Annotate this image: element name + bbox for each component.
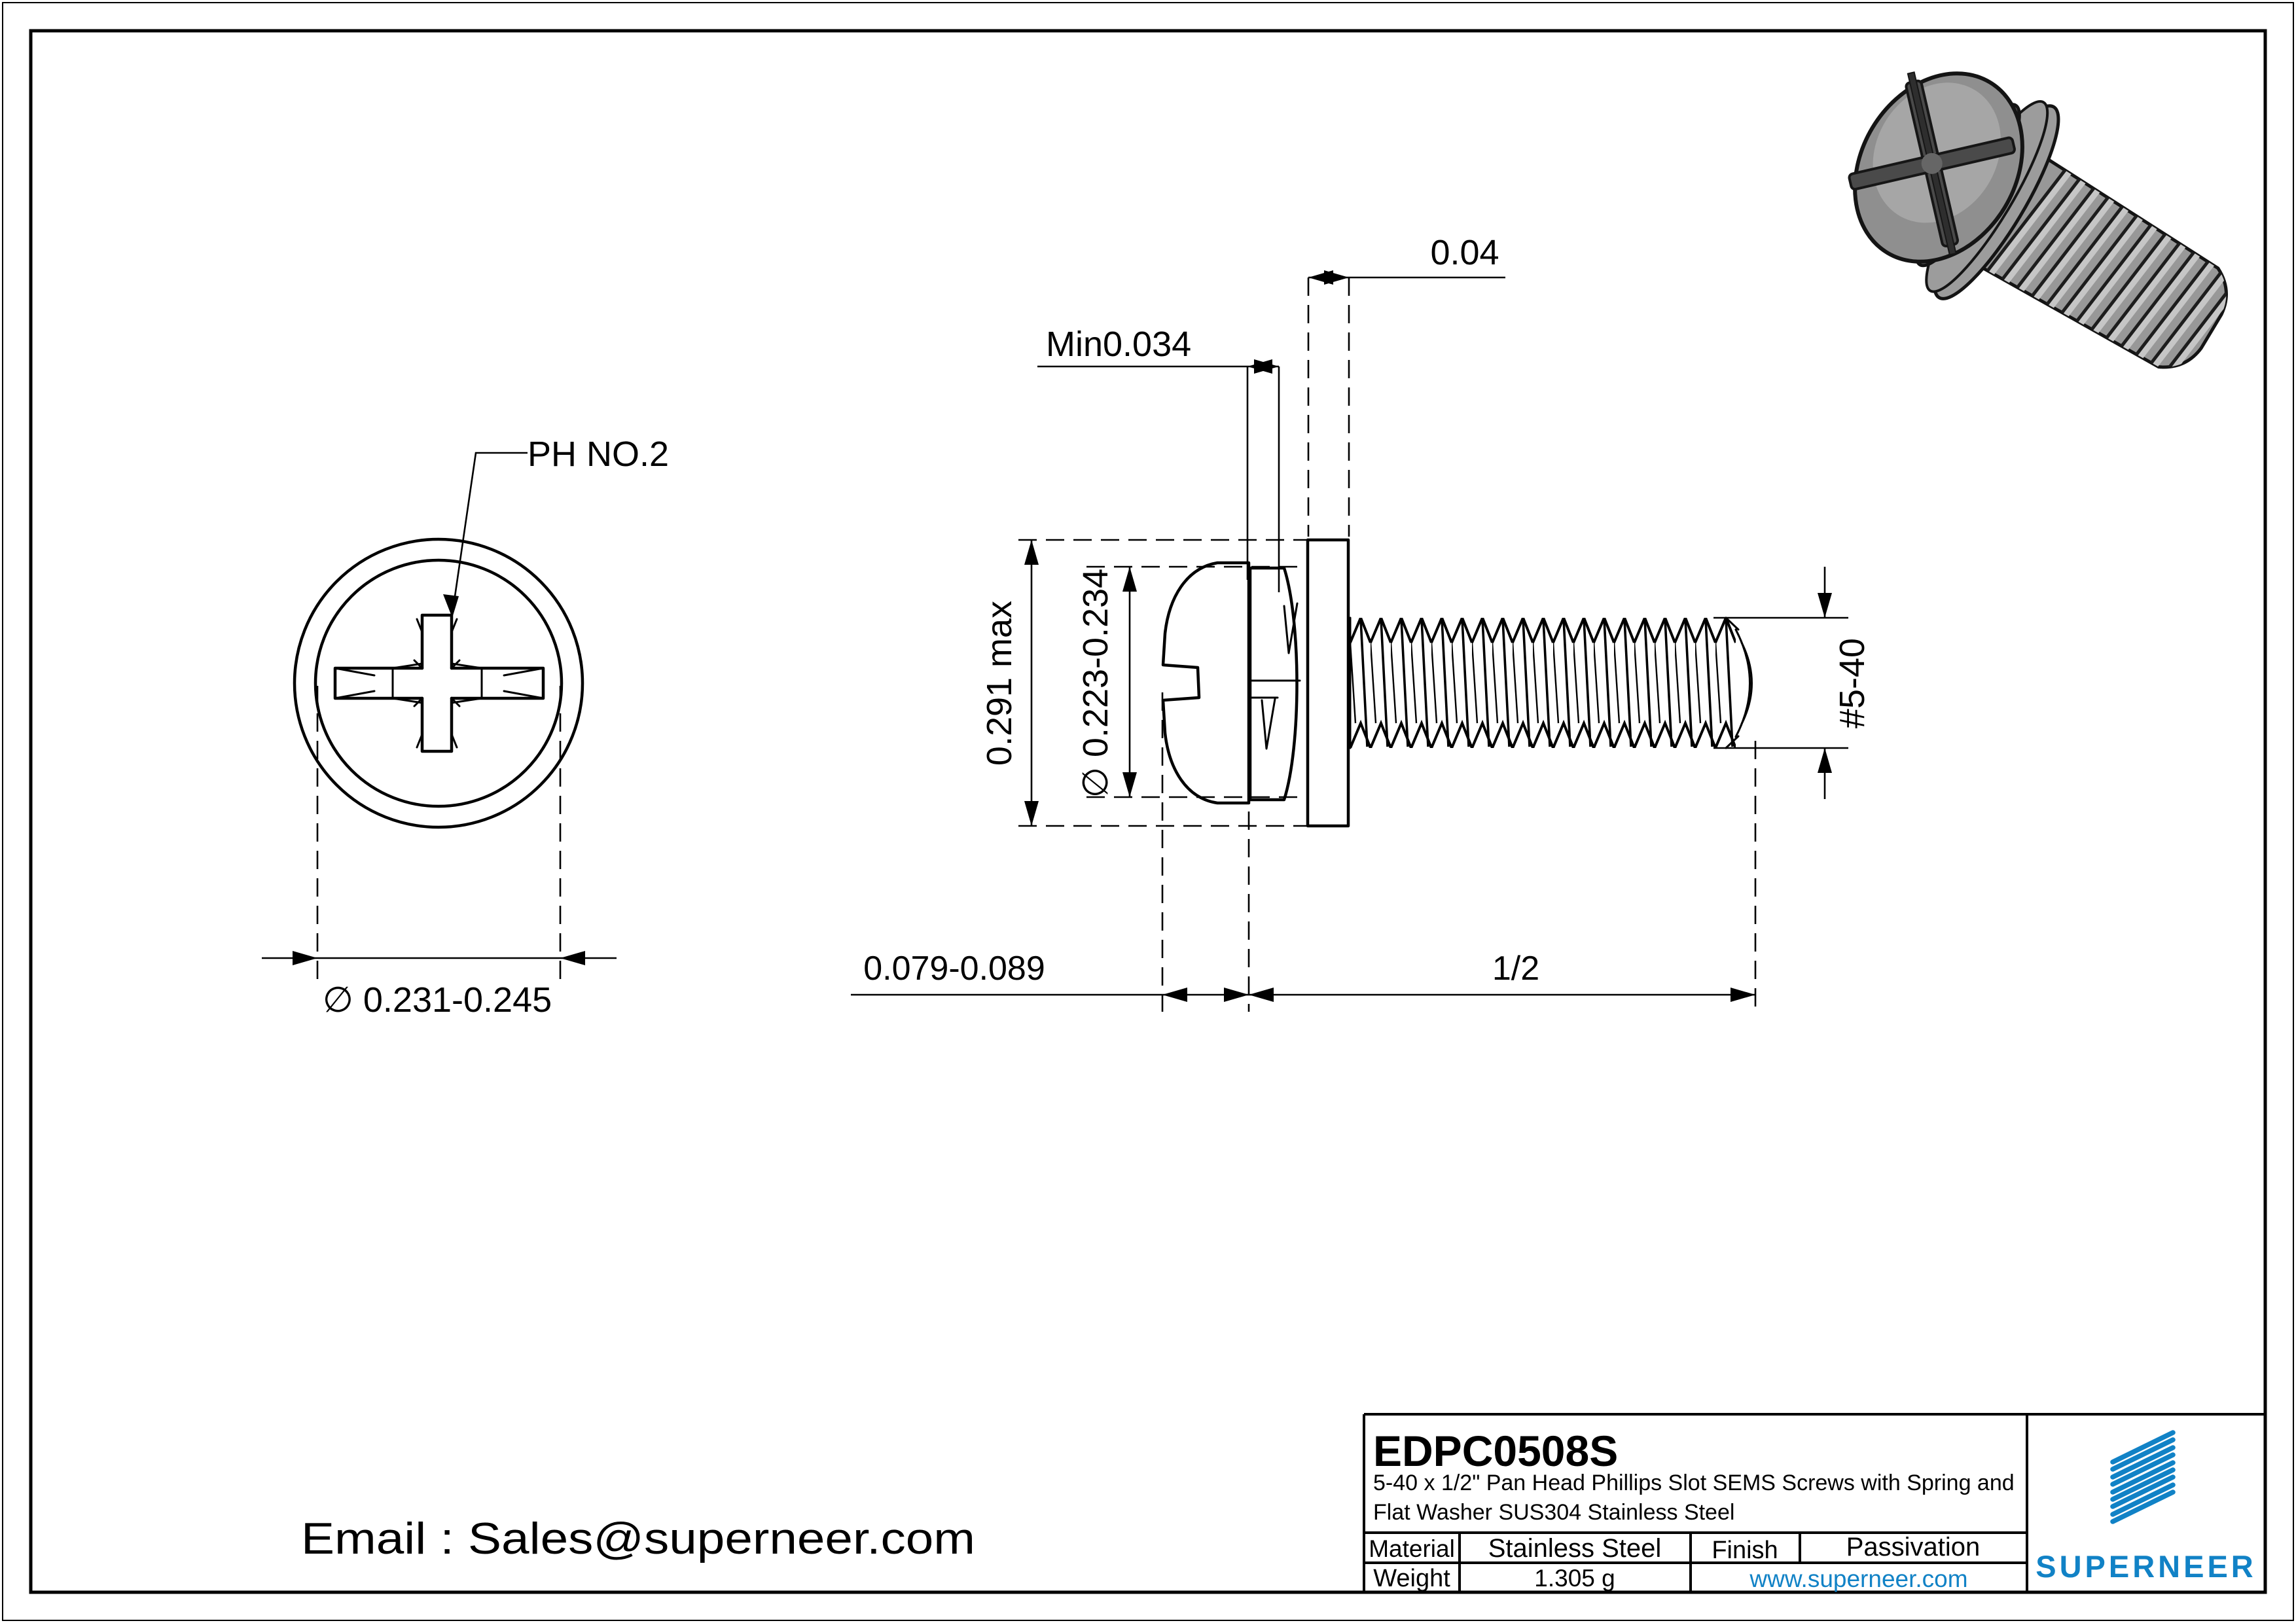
leader-arrowhead [443,594,459,618]
finish-value: Passivation [1846,1533,1981,1561]
material-value: Stainless Steel [1488,1534,1662,1563]
weight-label: Weight [1373,1565,1450,1592]
email-note: Email : Sales@superneer.com [301,1514,975,1563]
flat-washer-thickness-dimension: 0.04 [1307,233,1505,537]
title-block-lines [1363,1413,2265,1592]
washer-od-dim-text: 0.291 max [980,601,1019,766]
pan-head-outline [314,558,564,808]
iso-head [1848,71,2024,264]
front-view: PH NO.2 ∅ 0.231-0.245 [262,435,669,1020]
drive-callout: PH NO.2 [443,435,669,618]
superneer-logo-icon [2110,1430,2176,1524]
head-od-dim-text: ∅ 0.223-0.234 [1076,569,1115,798]
flat-washer-profile [1306,538,1350,828]
brand-logo: SUPERNEER [2036,1430,2257,1584]
flat-washer-thickness-text: 0.04 [1430,233,1499,272]
pan-head-profile [1161,561,1251,805]
head-diameter-dim-text: ∅ 0.231-0.245 [323,980,552,1020]
drive-label: PH NO.2 [528,435,669,474]
spring-washer-dimension: Min0.034 [1037,325,1280,592]
thread-length-dim-text: 1/2 [1492,950,1539,988]
head-od-dimension: ∅ 0.223-0.234 [1076,565,1304,798]
material-label: Material [1369,1535,1455,1562]
brand-wordmark: SUPERNEER [2036,1549,2257,1584]
description-line2: Flat Washer SUS304 Stainless Steel [1373,1500,1734,1525]
side-view: 0.291 max ∅ 0.223-0.234 Min0.034 [851,233,1872,1012]
website-link[interactable]: www.superneer.com [1749,1565,1967,1592]
part-number: EDPC0508S [1373,1427,1618,1475]
flat-washer-outline [293,537,584,829]
front-diameter-dimension: ∅ 0.231-0.245 [262,686,617,1020]
length-dimensions: 0.079-0.089 1/2 [851,692,1757,1012]
weight-value: 1.305 g [1534,1565,1615,1592]
phillips-slot-recess [333,613,545,753]
threaded-shank [1349,616,1753,749]
iso-phillips-recess [1848,71,2016,256]
spring-washer-dim-text: Min0.034 [1046,325,1191,364]
thread-spec-text: #5-40 [1833,638,1872,728]
description-line1: 5-40 x 1/2" Pan Head Phillips Slot SEMS … [1373,1471,2015,1495]
iso-shank [1977,154,2244,382]
head-height-dim-text: 0.079-0.089 [863,950,1045,988]
inner-border [29,29,2267,1594]
title-block: EDPC0508S 5-40 x 1/2" Pan Head Phillips … [1363,1413,2265,1592]
finish-label: Finish [1712,1537,1778,1564]
washer-od-dimension: 0.291 max [980,539,1306,827]
spring-washer-profile [1248,566,1301,802]
thread-spec-dimension: #5-40 [1713,567,1872,799]
iso-3d-view [1848,71,2244,382]
